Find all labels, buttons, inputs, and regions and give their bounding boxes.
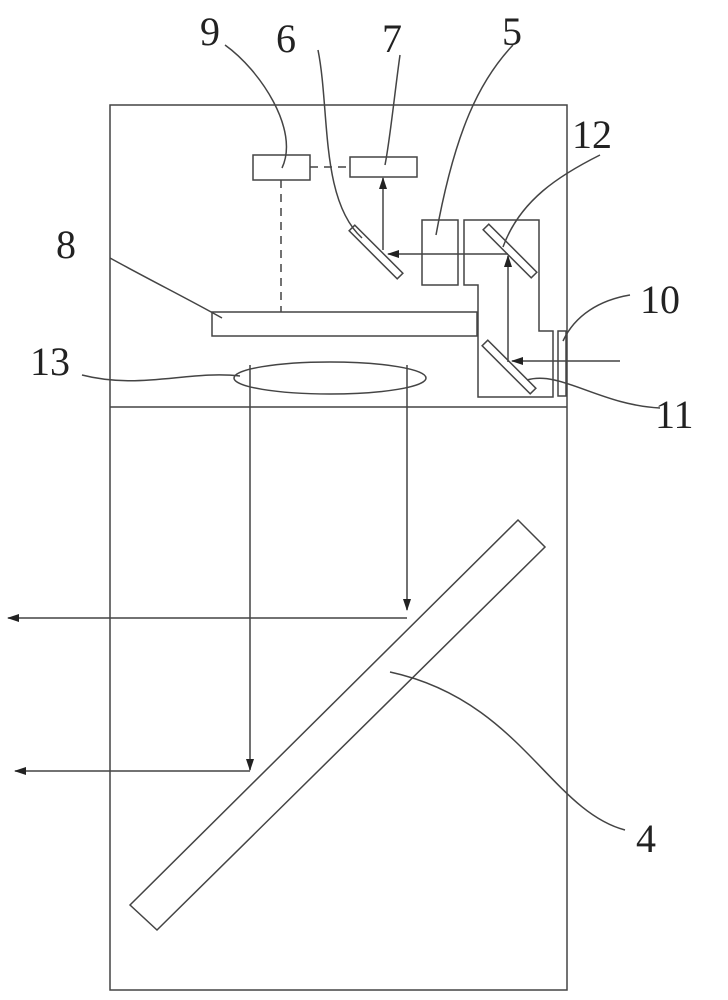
label-12: 12 [572, 112, 612, 157]
leader-9 [224, 44, 288, 169]
leader-10 [562, 294, 631, 342]
label-10: 10 [640, 277, 680, 322]
component-7 [349, 156, 418, 178]
leader-12 [502, 154, 601, 248]
component-8 [211, 311, 478, 337]
mirror-11 [481, 339, 537, 395]
leader-4 [389, 671, 626, 831]
component-10-window [557, 330, 567, 397]
label-9: 9 [200, 9, 220, 54]
label-7: 7 [382, 16, 402, 61]
label-5: 5 [502, 9, 522, 54]
leader-5 [435, 44, 514, 236]
label-6: 6 [276, 16, 296, 61]
leader-11 [526, 377, 661, 409]
leader-13 [81, 374, 241, 382]
component-5 [421, 219, 459, 286]
mirror-4 [128, 518, 547, 932]
component-12-11-enclosure [463, 219, 554, 398]
label-8: 8 [56, 222, 76, 267]
label-4: 4 [636, 816, 656, 861]
lens-13 [233, 361, 427, 395]
housing-outline [109, 104, 568, 991]
leader-6 [317, 49, 363, 239]
label-11: 11 [655, 392, 694, 437]
label-13: 13 [30, 339, 70, 384]
leader-7 [384, 54, 401, 166]
leader-8 [109, 257, 223, 319]
mirror-6 [348, 224, 404, 280]
